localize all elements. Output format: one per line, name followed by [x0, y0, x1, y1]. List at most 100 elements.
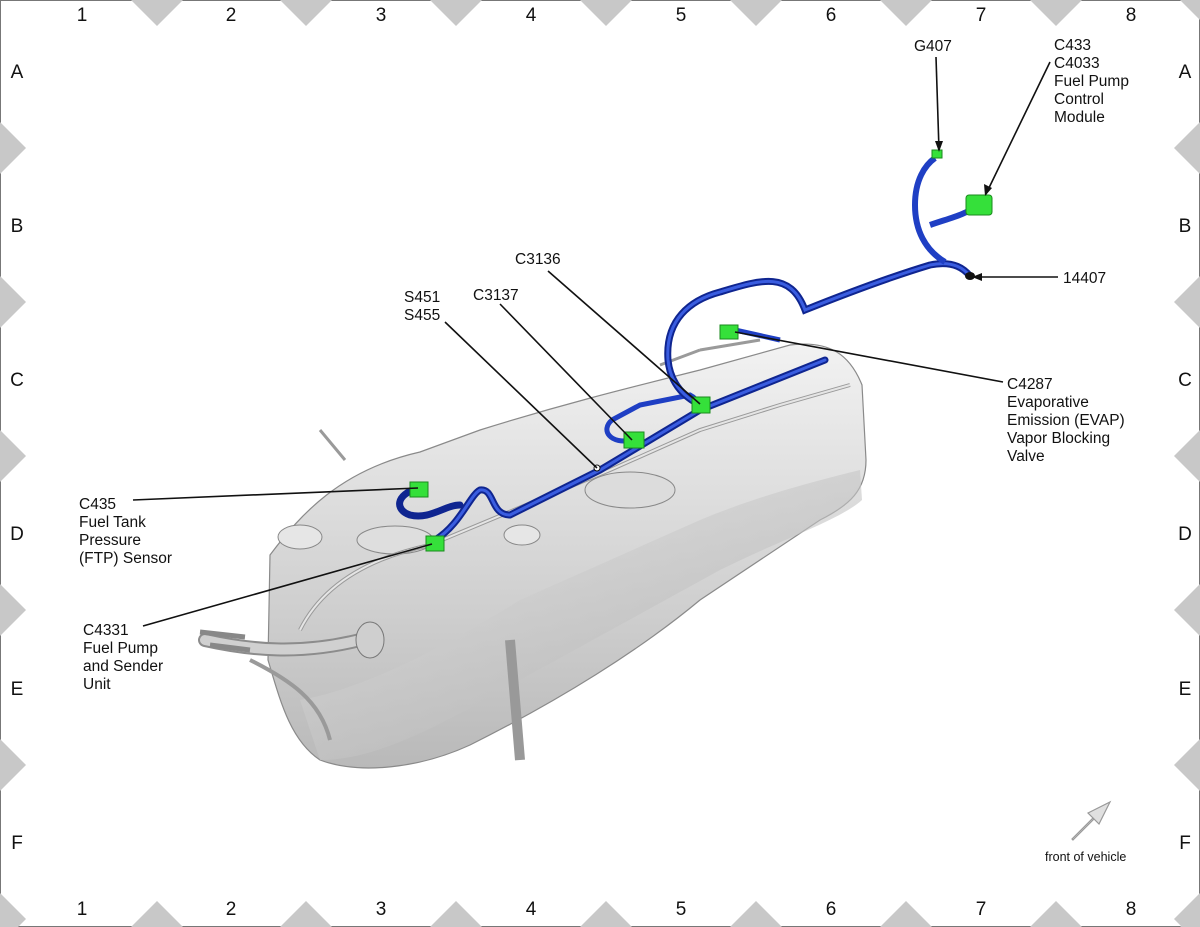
grid-marker [131, 901, 183, 927]
grid-row-right: F [1179, 833, 1191, 854]
callout-line: Fuel Tank [79, 514, 146, 531]
grid-column-bottom: 8 [1126, 899, 1137, 920]
harness-14407-end [965, 272, 975, 280]
callout-line: S451 [404, 289, 440, 306]
callout-line: C435 [79, 496, 116, 513]
harness-main-highlight [433, 358, 827, 542]
callout-line: 14407 [1063, 270, 1106, 287]
callout-line: Unit [83, 676, 111, 693]
grid-column-top: 7 [976, 5, 987, 26]
line-fittings [199, 629, 251, 653]
grid-marker [0, 122, 26, 174]
grid-column-top: 2 [226, 5, 237, 26]
grid-column-bottom: 7 [976, 899, 987, 920]
connector-g407[interactable] [931, 149, 943, 159]
leader-c4287 [734, 331, 1004, 383]
front-of-vehicle-indicator: front of vehicle [1045, 800, 1126, 864]
callout-line: Vapor Blocking [1007, 430, 1110, 447]
tank-dome-1 [277, 524, 323, 550]
leader-lines [132, 56, 1058, 627]
wiring-harness [396, 155, 980, 544]
callout-line: Evaporative [1007, 394, 1089, 411]
grid-marker [0, 584, 26, 636]
callout-line: Valve [1007, 448, 1045, 465]
grid-column-bottom: 1 [77, 899, 88, 920]
grid-column-bottom: 5 [676, 899, 687, 920]
grid-marker [880, 901, 932, 927]
grid-marker [430, 0, 482, 26]
grid-marker [1030, 0, 1082, 26]
grid-row-left: B [11, 216, 24, 237]
callout-line: Pressure [79, 532, 141, 549]
filler-neck-end [355, 621, 385, 659]
grid-column-bottom: 3 [376, 899, 387, 920]
callout-line: (FTP) Sensor [79, 550, 172, 567]
grid-column-top: 1 [77, 5, 88, 26]
grid-marker [1174, 430, 1200, 482]
grid-marker [1174, 122, 1200, 174]
callout-line: C4033 [1054, 55, 1100, 72]
callout-g407: G407 [914, 38, 952, 55]
grid-marker [1174, 276, 1200, 328]
connector-c4331[interactable] [425, 535, 445, 552]
harness-rear-run-highlight [666, 262, 972, 407]
grid-marker [1030, 901, 1082, 927]
fuel-line-2 [249, 658, 332, 741]
grid-marker [430, 901, 482, 927]
fuel-tank [198, 338, 867, 769]
grid-column-bottom: 4 [526, 899, 537, 920]
grid-marker [730, 0, 782, 26]
grid-marker [1180, 0, 1200, 20]
callout-line: Fuel Pump [1054, 73, 1129, 90]
grid-row-right: C [1178, 370, 1192, 391]
grid-marker [0, 430, 26, 482]
grid-marker [1174, 584, 1200, 636]
callout-line: C433 [1054, 37, 1091, 54]
callout-line: G407 [914, 38, 952, 55]
grid-marker [580, 901, 632, 927]
grid-column-top: 4 [526, 5, 537, 26]
callout-line: Fuel Pump [83, 640, 158, 657]
callout-line: C3137 [473, 287, 519, 304]
callout-line: and Sender [83, 658, 163, 675]
grid-row-right: D [1178, 524, 1192, 545]
leader-c435 [132, 487, 419, 501]
front-arrow-icon [1071, 800, 1112, 841]
grid-row-right: B [1179, 216, 1192, 237]
callout-c3137: C3137 [473, 287, 519, 304]
grid-column-top: 3 [376, 5, 387, 26]
grid-column-bottom: 2 [226, 899, 237, 920]
grid-marker [730, 901, 782, 927]
callout-line: Emission (EVAP) [1007, 412, 1125, 429]
grid-column-top: 6 [826, 5, 837, 26]
leader-g407 [935, 56, 940, 151]
grid-marker [280, 901, 332, 927]
leader-s451 [444, 321, 598, 469]
grid-column-bottom: 6 [826, 899, 837, 920]
grid-marker [0, 276, 26, 328]
tank-lower-face [300, 470, 862, 760]
grid-marker [1174, 893, 1200, 927]
tank-dome-2 [503, 524, 541, 546]
grid-row-left: C [10, 370, 24, 391]
connector-c435[interactable] [409, 481, 429, 498]
leader-c433 [985, 61, 1051, 195]
harness-g407-branch [911, 155, 947, 265]
grid-marker [280, 0, 332, 26]
grid-marker [0, 893, 26, 927]
callout-14407: 14407 [1063, 270, 1106, 287]
grid-marker [0, 739, 26, 791]
filler-neck-highlight [200, 635, 365, 655]
callout-line: C3136 [515, 251, 561, 268]
pump-module-flange [356, 525, 434, 555]
tank-strap [505, 639, 525, 761]
connector-c433[interactable] [965, 194, 993, 216]
